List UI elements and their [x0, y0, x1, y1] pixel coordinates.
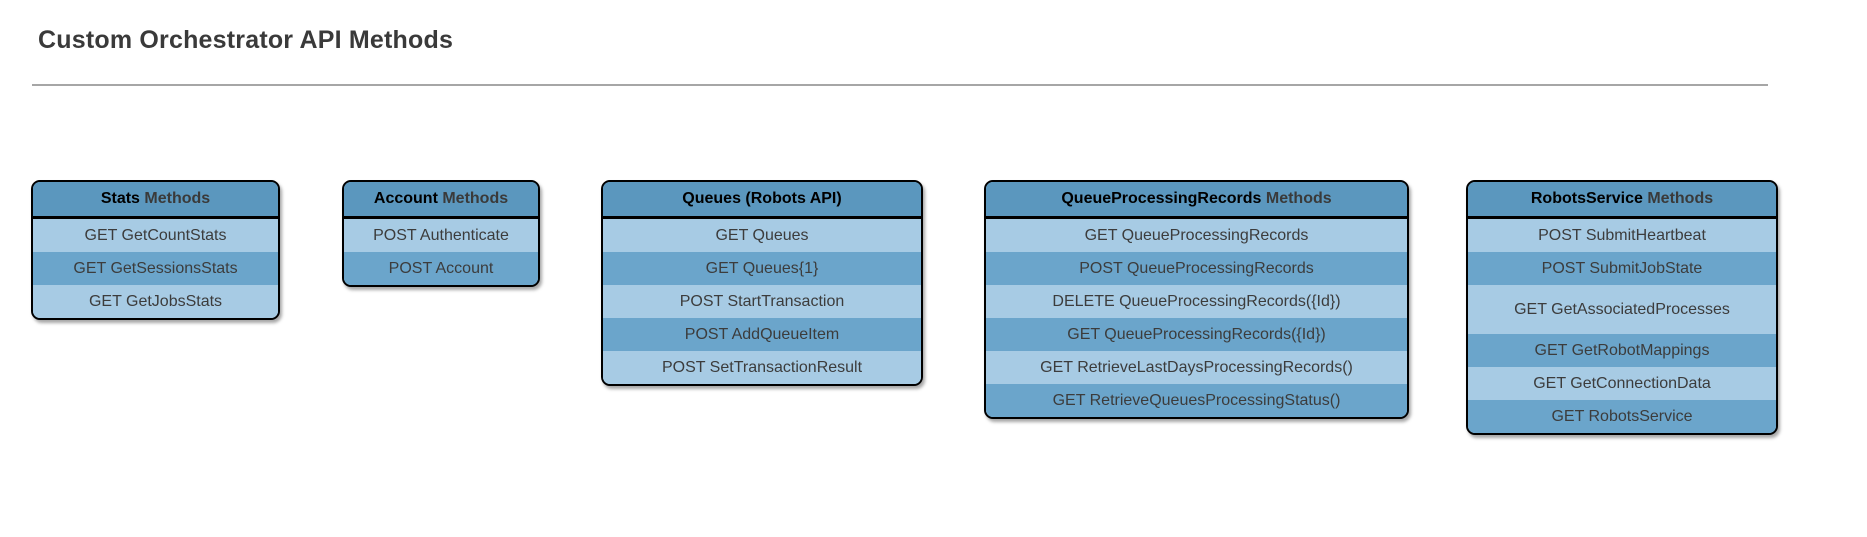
- api-table-robots-service: RobotsService Methods POST SubmitHeartbe…: [1466, 180, 1778, 435]
- api-table-title-strong: Stats: [100, 190, 140, 207]
- api-method-label: GET Queues: [715, 227, 809, 244]
- api-method-label: GET Queues{1}: [705, 260, 819, 277]
- api-method-row: DELETE QueueProcessingRecords({Id}): [986, 285, 1407, 318]
- api-method-label: GET QueueProcessingRecords({Id}): [1067, 326, 1326, 343]
- api-table-header: Stats Methods: [33, 182, 278, 219]
- api-method-label: POST StartTransaction: [679, 293, 845, 310]
- api-method-row: POST SetTransactionResult: [603, 351, 921, 384]
- api-method-row: GET QueueProcessingRecords({Id}): [986, 318, 1407, 351]
- api-method-label: GET GetCountStats: [84, 227, 227, 244]
- api-method-row: GET RetrieveLastDaysProcessingRecords(): [986, 351, 1407, 384]
- api-method-row: POST AddQueueItem: [603, 318, 921, 351]
- api-method-label: GET GetSessionsStats: [73, 260, 238, 277]
- api-method-row: GET RobotsService: [1468, 400, 1776, 433]
- api-table-header: RobotsService Methods: [1468, 182, 1776, 219]
- api-method-label: GET QueueProcessingRecords: [1084, 227, 1309, 244]
- api-method-row: GET Queues{1}: [603, 252, 921, 285]
- api-method-label: POST QueueProcessingRecords: [1079, 260, 1314, 277]
- api-method-row: GET GetAssociatedProcesses: [1468, 285, 1776, 334]
- api-method-label: GET GetRobotMappings: [1534, 342, 1710, 359]
- api-method-row: GET GetSessionsStats: [33, 252, 278, 285]
- api-table-header: QueueProcessingRecords Methods: [986, 182, 1407, 219]
- api-method-label: POST SubmitHeartbeat: [1538, 227, 1706, 244]
- api-method-label: POST Authenticate: [373, 227, 509, 244]
- api-table-title-rest: Methods: [139, 190, 211, 207]
- api-method-label: GET RobotsService: [1551, 408, 1693, 425]
- api-method-row: POST QueueProcessingRecords: [986, 252, 1407, 285]
- api-method-label: DELETE QueueProcessingRecords({Id}): [1052, 293, 1341, 310]
- api-method-row: GET QueueProcessingRecords: [986, 219, 1407, 252]
- api-method-label: POST AddQueueItem: [684, 326, 840, 343]
- api-method-row: GET GetCountStats: [33, 219, 278, 252]
- page-title: Custom Orchestrator API Methods: [38, 26, 454, 54]
- api-method-row: GET RetrieveQueuesProcessingStatus(): [986, 384, 1407, 417]
- api-table-header: Queues (Robots API): [603, 182, 921, 219]
- api-method-label: GET RetrieveQueuesProcessingStatus(): [1052, 392, 1341, 409]
- api-method-row: GET GetRobotMappings: [1468, 334, 1776, 367]
- api-table-title-strong: Queues (Robots API): [682, 190, 842, 207]
- api-table-title-rest: Methods: [1261, 190, 1332, 207]
- api-method-row: GET Queues: [603, 219, 921, 252]
- api-method-row: GET GetJobsStats: [33, 285, 278, 318]
- api-table-queue-processing-records: QueueProcessingRecords Methods GET Queue…: [984, 180, 1409, 419]
- api-method-row: POST SubmitJobState: [1468, 252, 1776, 285]
- api-method-label: GET GetJobsStats: [88, 293, 223, 310]
- api-method-row: POST Authenticate: [344, 219, 538, 252]
- api-table-title-rest: Methods: [1642, 190, 1714, 207]
- api-table-title-strong: QueueProcessingRecords: [1061, 190, 1262, 207]
- api-method-label: GET GetAssociatedProcesses: [1514, 301, 1730, 318]
- api-table-title-strong: RobotsService: [1530, 190, 1643, 207]
- api-method-label: POST Account: [388, 260, 494, 277]
- title-divider: [32, 84, 1768, 86]
- api-method-label: GET GetConnectionData: [1533, 375, 1711, 392]
- api-table-title-strong: Account: [373, 190, 438, 207]
- api-table-header: Account Methods: [344, 182, 538, 219]
- api-method-row: POST SubmitHeartbeat: [1468, 219, 1776, 252]
- api-method-row: GET GetConnectionData: [1468, 367, 1776, 400]
- api-method-label: POST SubmitJobState: [1541, 260, 1703, 277]
- api-method-label: GET RetrieveLastDaysProcessingRecords(): [1040, 359, 1353, 376]
- api-method-label: POST SetTransactionResult: [661, 359, 863, 376]
- api-method-row: POST Account: [344, 252, 538, 285]
- api-table-title-rest: Methods: [437, 190, 509, 207]
- api-method-row: POST StartTransaction: [603, 285, 921, 318]
